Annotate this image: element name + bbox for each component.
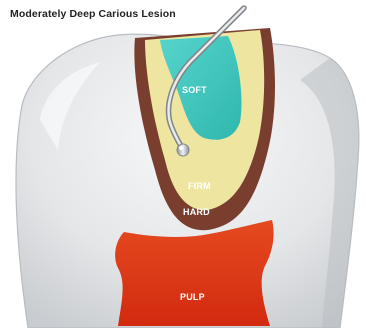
label-soft: SOFT bbox=[182, 85, 207, 95]
label-hard: HARD bbox=[183, 207, 210, 217]
diagram-title: Moderately Deep Carious Lesion bbox=[10, 8, 176, 20]
instrument-tip bbox=[177, 144, 189, 156]
label-firm: FIRM bbox=[188, 181, 211, 191]
label-pulp: PULP bbox=[180, 292, 205, 302]
